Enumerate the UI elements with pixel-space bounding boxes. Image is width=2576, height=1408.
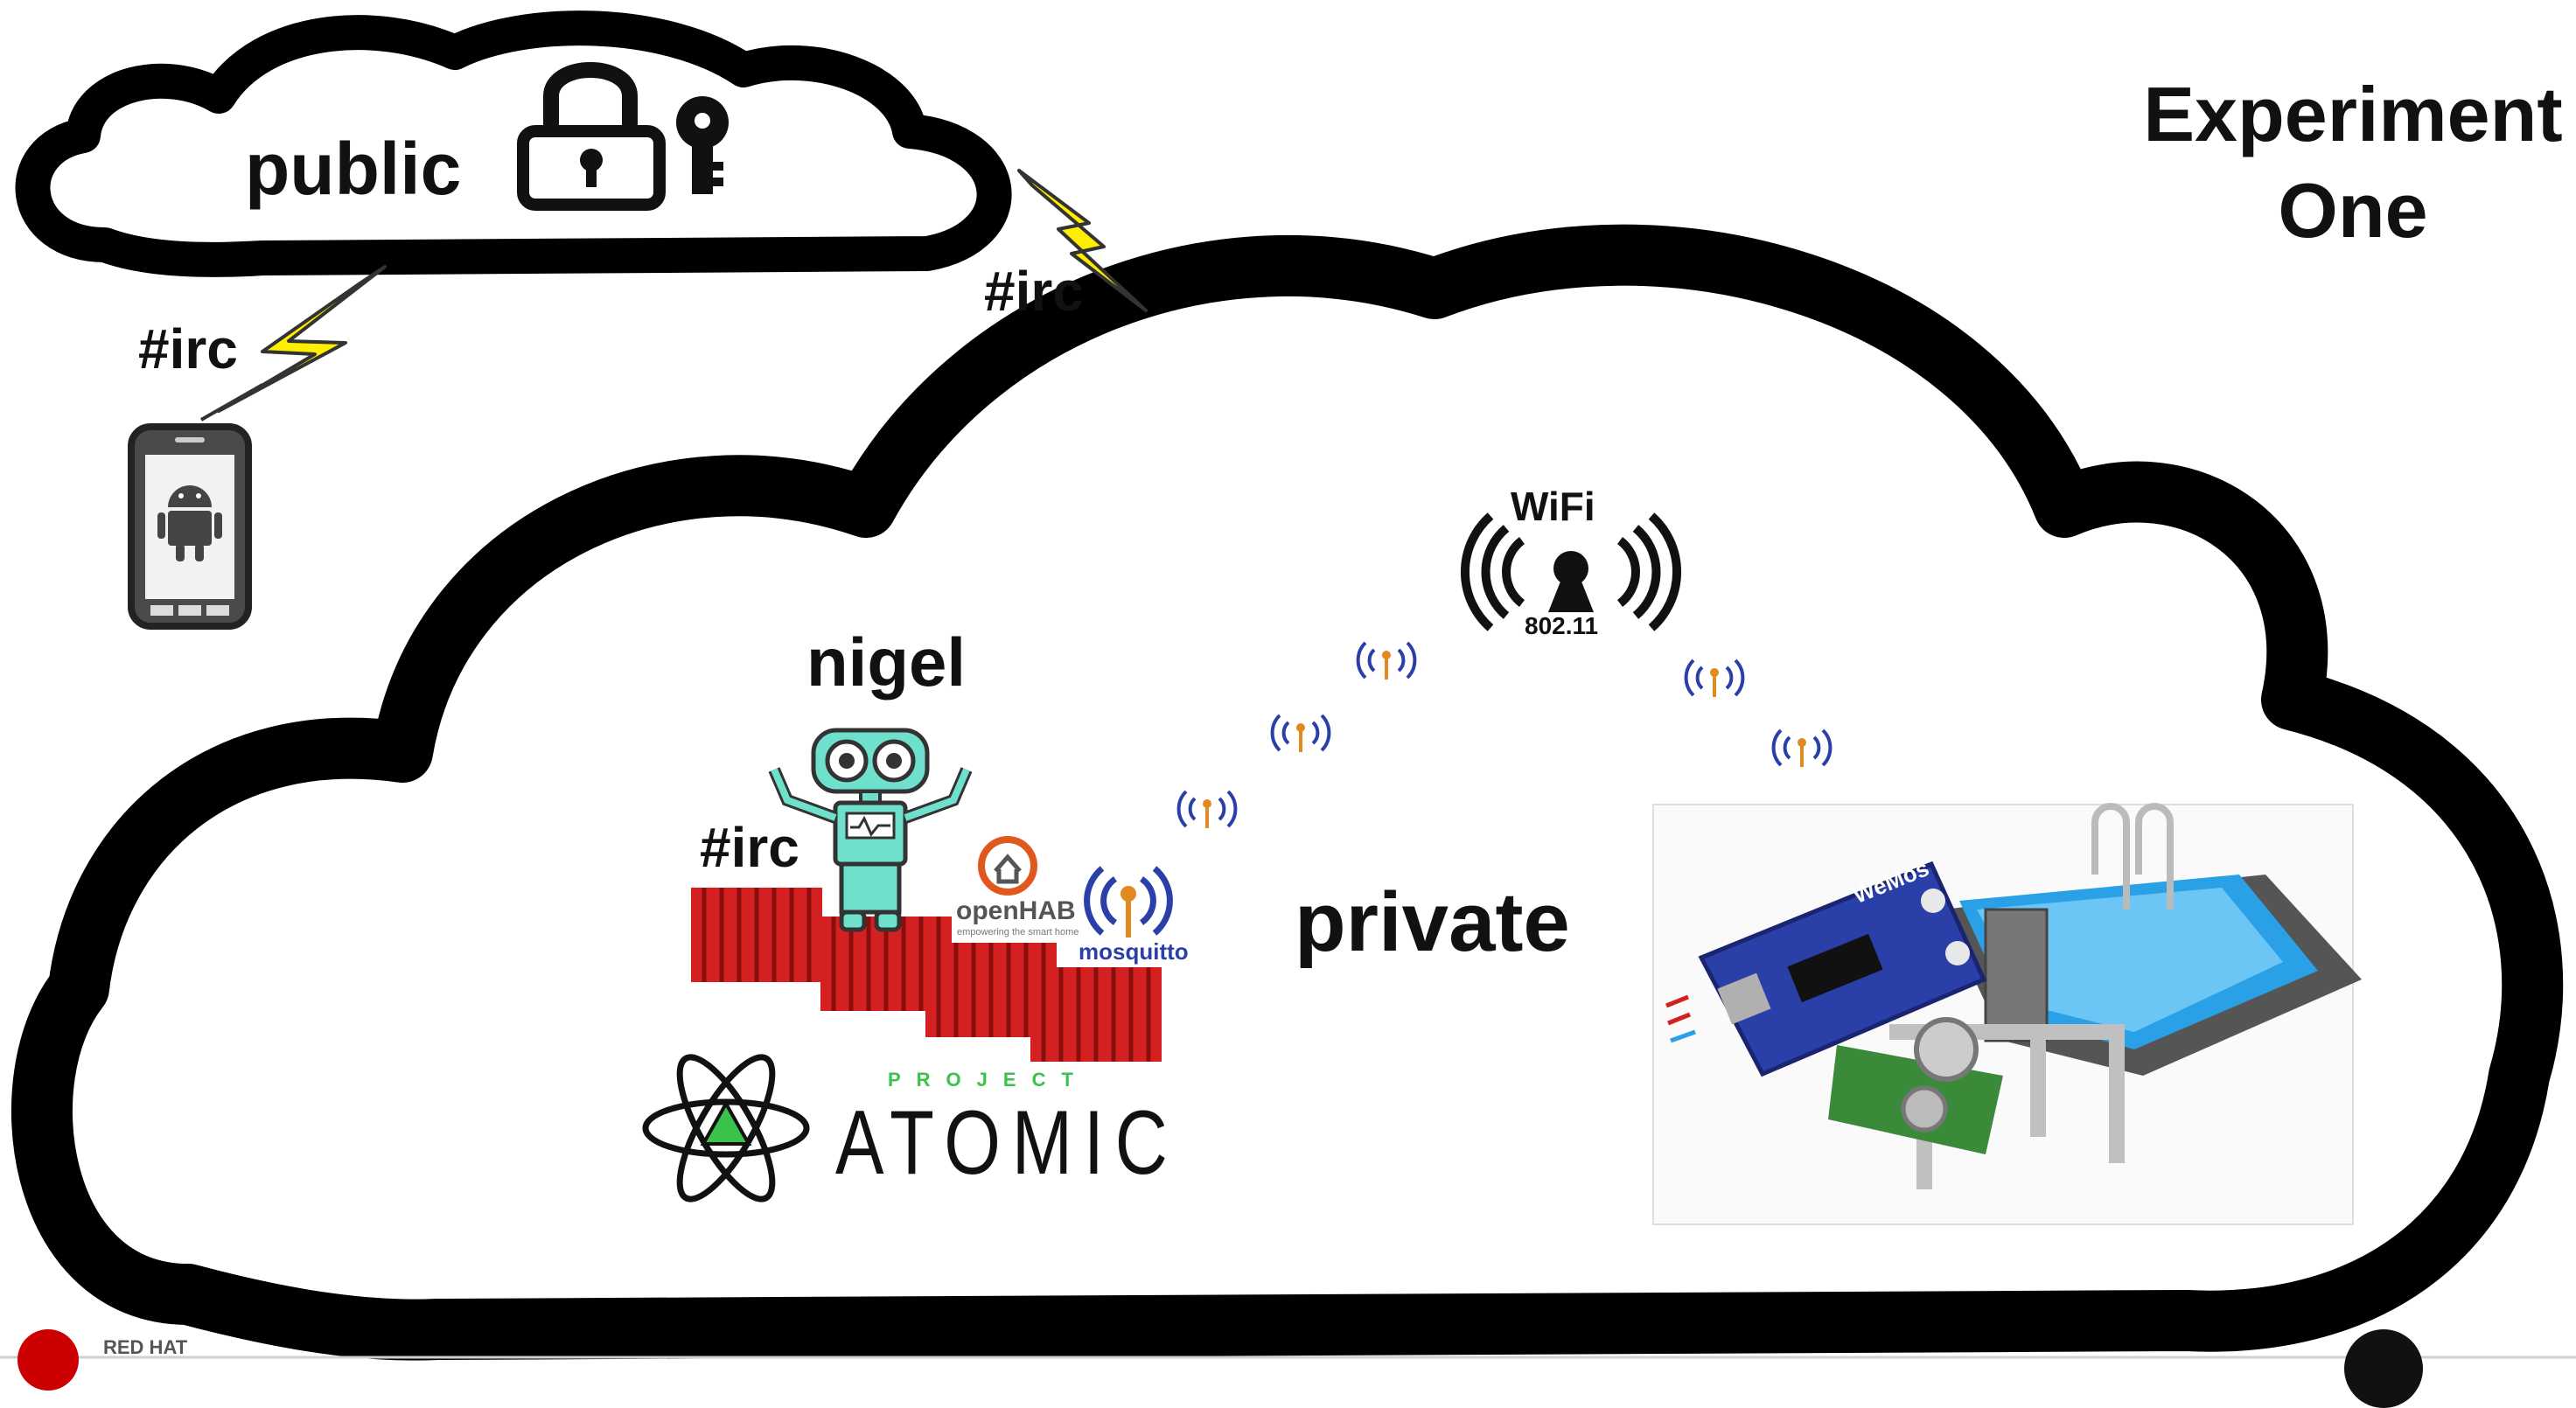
signal-icon [1176, 790, 1238, 828]
container-icon [691, 888, 822, 982]
openhab-label: openHAB [956, 896, 1076, 925]
openhab-logo-icon [978, 836, 1037, 896]
nigel-label: nigel [806, 624, 967, 701]
container-icon [1030, 967, 1162, 1062]
container-stack [691, 888, 1162, 1062]
mosquitto-label: mosquitto [1079, 938, 1189, 965]
irc-label-nigel: #irc [700, 816, 799, 879]
mosquitto-antenna [1120, 886, 1136, 938]
public-cloud [15, 10, 1012, 277]
signal-icon [1270, 714, 1331, 752]
irc-label-phone: #irc [138, 317, 238, 380]
wifi-standard-label: 802.11 [1525, 612, 1599, 639]
openhab-tagline: empowering the smart home [957, 927, 1079, 938]
footer-text: RED HAT [103, 1336, 188, 1358]
irc-label-public: #irc [984, 260, 1084, 323]
lightning-bolt-right [1017, 169, 1148, 312]
wemos-board-icon [1665, 861, 1987, 1077]
nigel-robot-icon [768, 728, 973, 932]
title-line-1: Experiment [2143, 71, 2563, 157]
signal-icon [1356, 641, 1417, 680]
wifi-label: WiFi [1511, 484, 1595, 529]
signal-icon [1771, 728, 1833, 767]
atomic-triangle [700, 1099, 752, 1146]
signal-icon [1684, 659, 1745, 697]
android-phone-icon [128, 423, 252, 630]
padlock-icon [517, 62, 666, 211]
title-line-2: One [2278, 167, 2428, 254]
footer-right-logo-icon [2344, 1329, 2423, 1408]
red-hat-logo-icon [17, 1329, 79, 1391]
private-cloud-label: private [1295, 875, 1570, 969]
lightning-bolt-left [200, 265, 387, 422]
wifi-logo-icon [1461, 512, 1681, 631]
key-icon [676, 96, 729, 194]
mosquitto-logo-icon [1084, 866, 1173, 936]
wifi-keyhole [1548, 551, 1594, 612]
project-atomic-small-label: PROJECT [888, 1069, 1089, 1091]
project-atomic-big-label: ATOMIC [835, 1092, 1179, 1194]
public-cloud-label: public [245, 128, 462, 210]
